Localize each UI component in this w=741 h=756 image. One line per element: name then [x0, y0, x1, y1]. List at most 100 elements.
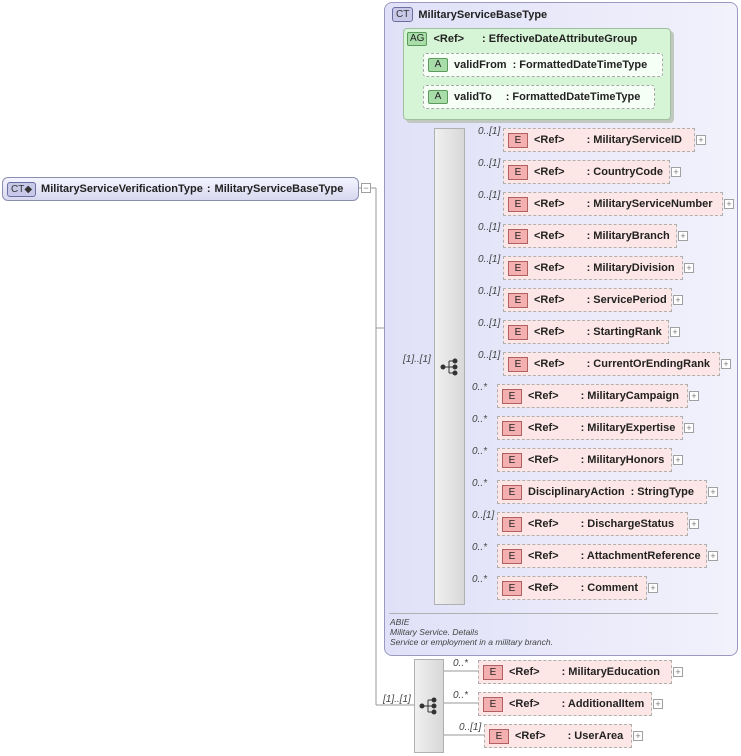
- expand-toggle[interactable]: +: [673, 455, 683, 465]
- expand-toggle[interactable]: +: [689, 519, 699, 529]
- element-node[interactable]: E<Ref>: MilitaryServiceNumber: [503, 192, 723, 216]
- attribute-group-ref: <Ref>: [433, 33, 465, 45]
- element-icon: E: [502, 420, 522, 436]
- note-line-2: Service or employment in a military bran…: [390, 637, 553, 647]
- element-node[interactable]: E<Ref>: StartingRank: [503, 320, 669, 344]
- expand-toggle[interactable]: +: [670, 327, 680, 337]
- element-type: : CountryCode: [586, 166, 663, 178]
- element-node[interactable]: E<Ref>: Comment: [497, 576, 647, 600]
- attribute-group-type: : EffectiveDateAttributeGroup: [482, 33, 638, 45]
- element-node[interactable]: E<Ref>: DischargeStatus: [497, 512, 688, 536]
- note-title: ABIE: [390, 617, 410, 627]
- element-type: : MilitaryServiceNumber: [586, 198, 713, 210]
- root-type-name: MilitaryServiceVerificationType: [41, 183, 203, 195]
- element-ref: <Ref>: [515, 730, 546, 742]
- element-icon: E: [483, 664, 503, 680]
- element-type: : UserArea: [567, 730, 624, 742]
- expand-toggle[interactable]: +: [708, 487, 718, 497]
- element-node[interactable]: E<Ref>: CurrentOrEndingRank: [503, 352, 720, 376]
- sequence-icon: [440, 358, 458, 376]
- element-ref: <Ref>: [534, 294, 565, 306]
- element-cardinality: 0..*: [472, 478, 488, 489]
- element-ref: <Ref>: [534, 230, 565, 242]
- element-node[interactable]: E <Ref> : MilitaryExpertise: [497, 416, 683, 440]
- sequence-cardinality: [1]..[1]: [403, 354, 431, 365]
- element-node[interactable]: E<Ref>: MilitaryServiceID: [503, 128, 695, 152]
- attribute-icon: A: [428, 90, 448, 104]
- element-icon: E: [508, 356, 528, 372]
- attribute-group-header[interactable]: AG <Ref> : EffectiveDateAttributeGroup: [407, 32, 637, 46]
- element-cardinality: 0..*: [472, 574, 488, 585]
- element-icon: E: [508, 228, 528, 244]
- element-node[interactable]: E <Ref> : MilitaryBranch: [503, 224, 677, 248]
- element-icon: E: [508, 324, 528, 340]
- element-icon: E: [502, 548, 522, 564]
- element-node[interactable]: E<Ref>: AttachmentReference: [497, 544, 707, 568]
- base-type-name: MilitaryServiceBaseType: [418, 8, 548, 21]
- element-icon: E: [508, 196, 528, 212]
- element-ref: <Ref>: [528, 422, 559, 434]
- attribute-name: validTo: [454, 91, 492, 103]
- element-type: : MilitaryEducation: [561, 666, 660, 678]
- expand-toggle[interactable]: +: [721, 359, 731, 369]
- element-icon: E: [502, 388, 522, 404]
- element-type: : MilitaryExpertise: [580, 422, 676, 434]
- note-divider: [389, 613, 718, 614]
- expand-toggle[interactable]: +: [633, 731, 643, 741]
- element-node[interactable]: E<Ref>: AdditionalItem: [478, 692, 652, 716]
- element-ref: <Ref>: [534, 166, 565, 178]
- expand-toggle[interactable]: +: [671, 167, 681, 177]
- complex-type-icon: CT: [392, 7, 414, 22]
- expand-toggle[interactable]: +: [684, 263, 694, 273]
- expand-toggle[interactable]: +: [673, 667, 683, 677]
- element-icon: E: [483, 696, 503, 712]
- element-cardinality: 0..[1]: [478, 190, 501, 201]
- expand-toggle[interactable]: +: [653, 699, 663, 709]
- expand-toggle[interactable]: +: [708, 551, 718, 561]
- sequence-compositor[interactable]: [434, 128, 465, 605]
- element-ref: <Ref>: [509, 666, 540, 678]
- element-ref: DisciplinaryAction: [528, 486, 625, 498]
- sequence-icon: [419, 697, 437, 715]
- element-type: : AttachmentReference: [580, 550, 701, 562]
- element-icon: E: [508, 164, 528, 180]
- element-icon: E: [508, 132, 528, 148]
- attribute-validto[interactable]: A validTo : FormattedDateTimeType: [423, 85, 655, 109]
- root-expand-toggle[interactable]: −: [361, 183, 371, 193]
- expand-toggle[interactable]: +: [724, 199, 734, 209]
- element-cardinality: 0..*: [472, 446, 488, 457]
- element-node[interactable]: E<Ref>: MilitaryCampaign: [497, 384, 688, 408]
- root-separator: :: [206, 183, 211, 195]
- attribute-icon: A: [428, 58, 448, 72]
- element-ref: <Ref>: [534, 134, 565, 146]
- element-node[interactable]: E <Ref> : CountryCode: [503, 160, 670, 184]
- attribute-type: : FormattedDateTimeType: [505, 91, 641, 103]
- expand-toggle[interactable]: +: [648, 583, 658, 593]
- element-type: : MilitaryBranch: [586, 230, 670, 242]
- expand-toggle[interactable]: +: [696, 135, 706, 145]
- note-line-1: Military Service. Details: [390, 627, 479, 637]
- expand-toggle[interactable]: +: [689, 391, 699, 401]
- element-icon: E: [502, 516, 522, 532]
- expand-toggle[interactable]: +: [673, 295, 683, 305]
- element-type: : MilitaryCampaign: [580, 390, 679, 402]
- element-cardinality: 0..[1]: [478, 350, 501, 361]
- element-node[interactable]: E <Ref> : MilitaryEducation: [478, 660, 672, 684]
- base-type-title: CT MilitaryServiceBaseType: [388, 7, 547, 22]
- element-node[interactable]: E<Ref>: MilitaryHonors: [497, 448, 672, 472]
- element-cardinality: 0..[1]: [478, 158, 501, 169]
- expand-toggle[interactable]: +: [678, 231, 688, 241]
- element-node[interactable]: E<Ref>: MilitaryDivision: [503, 256, 683, 280]
- element-cardinality: 0..[1]: [478, 254, 501, 265]
- complex-type-icon: CT◆: [7, 181, 37, 197]
- element-type: : StartingRank: [586, 326, 662, 338]
- element-ref: <Ref>: [528, 454, 559, 466]
- expand-toggle[interactable]: +: [684, 423, 694, 433]
- element-cardinality: 0..[1]: [472, 510, 495, 521]
- element-node[interactable]: E<Ref>: UserArea: [484, 724, 632, 748]
- element-node[interactable]: E<Ref>: ServicePeriod: [503, 288, 672, 312]
- attribute-validfrom[interactable]: A validFrom : FormattedDateTimeType: [423, 53, 663, 77]
- element-icon: E: [502, 484, 522, 500]
- root-complex-type[interactable]: CT◆ MilitaryServiceVerificationType : Mi…: [2, 177, 359, 201]
